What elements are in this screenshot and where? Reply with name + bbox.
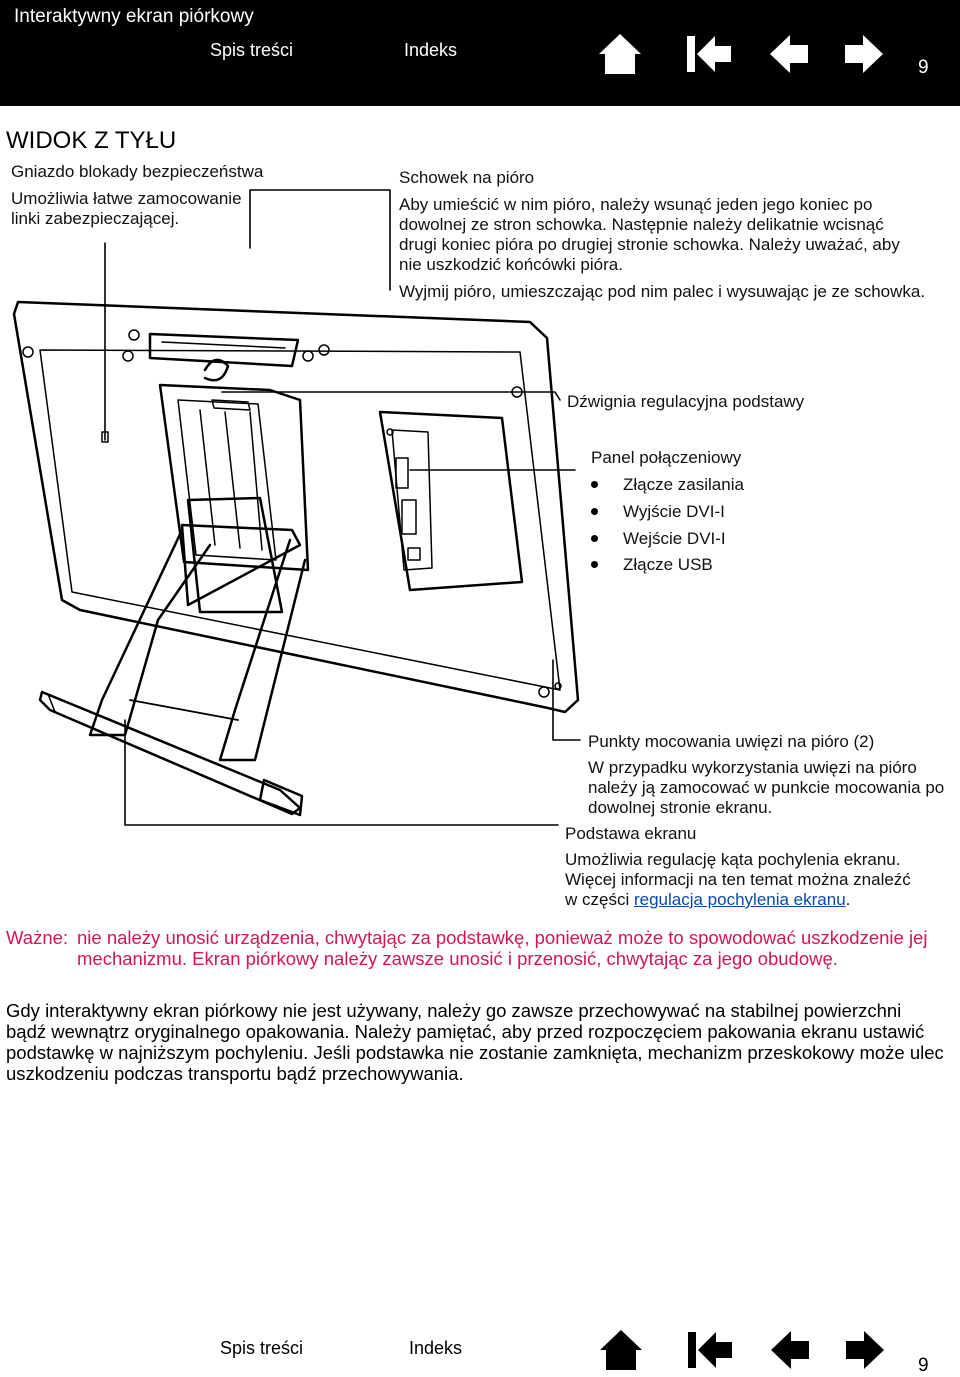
- callout-tether-points: Punkty mocowania uwięzi na pióro (2) W p…: [588, 732, 960, 818]
- callout-stand: Podstawa ekranu Umożliwia regulację kąta…: [565, 824, 957, 910]
- security-slot-title: Gniazdo blokady bezpieczeństwa: [11, 162, 264, 181]
- first-page-icon[interactable]: [685, 32, 735, 76]
- storage-paragraph: Gdy interaktywny ekran piórkowy nie jest…: [6, 1000, 944, 1084]
- footer-index-link[interactable]: Indeks: [409, 1338, 463, 1358]
- footer-home-icon[interactable]: [598, 1328, 644, 1372]
- connector-usb: Złącze USB: [623, 555, 713, 574]
- connector-power: Złącze zasilania: [623, 475, 744, 494]
- callout-pen-storage: Schowek na pióro Aby umieścić w nim piór…: [399, 168, 959, 302]
- stand-line-2: Więcej informacji na ten temat można zna…: [565, 870, 911, 889]
- callout-lever: Dźwignia regulacyjna podstawy: [567, 392, 805, 411]
- stand-line-1: Umożliwia regulację kąta pochylenia ekra…: [565, 850, 901, 869]
- pen-storage-title: Schowek na pióro: [399, 168, 535, 187]
- connection-panel-title: Panel połączeniowy: [591, 448, 742, 467]
- pen-storage-line-2: dowolnej ze stron schowka. Następnie nal…: [399, 215, 884, 234]
- bullet: [591, 535, 598, 542]
- leader-pen-storage-bracket: [249, 189, 391, 291]
- footer-toc-link[interactable]: Spis treści: [220, 1338, 304, 1358]
- page-number: 9: [918, 57, 929, 78]
- footer-next-page-icon[interactable]: [844, 1328, 886, 1372]
- next-page-icon[interactable]: [843, 32, 885, 76]
- bullet: [591, 481, 598, 488]
- tether-line-2: należy ją zamocować w punkcie mocowania …: [588, 778, 945, 797]
- home-icon[interactable]: [597, 32, 643, 76]
- pen-storage-line-5: Wyjmij pióro, umieszczając pod nim palec…: [399, 282, 926, 301]
- tether-line-1: W przypadku wykorzystania uwięzi na piór…: [588, 758, 917, 777]
- tilt-adjustment-link[interactable]: regulacja pochylenia ekranu: [633, 890, 846, 909]
- toc-link[interactable]: Spis treści: [210, 40, 294, 60]
- display-body: [12, 300, 580, 714]
- warning-text: nie należy unosić urządzenia, chwytając …: [77, 927, 928, 969]
- tether-line-3: dowolnej stronie ekranu.: [588, 798, 773, 817]
- pen-storage-line-4: nie uszkodzić końcówki pióra.: [399, 255, 623, 274]
- section-title: WIDOK Z TYŁU: [6, 127, 177, 154]
- security-slot-body-1: Umożliwia łatwe zamocowanie: [11, 189, 242, 208]
- footer-previous-page-icon[interactable]: [769, 1328, 811, 1372]
- leader-lever: [221, 391, 561, 401]
- index-link[interactable]: Indeks: [404, 40, 458, 60]
- display-stand: [38, 383, 310, 817]
- bullet: [591, 508, 598, 515]
- callout-security-slot: Gniazdo blokady bezpieczeństwa Umożliwia…: [11, 162, 263, 229]
- tether-title: Punkty mocowania uwięzi na pióro (2): [588, 732, 875, 751]
- connector-dvi-out: Wyjście DVI-I: [623, 502, 725, 521]
- footer-first-page-icon[interactable]: [686, 1328, 736, 1372]
- header-bar: Interaktywny ekran piórkowy Spis treści …: [0, 0, 960, 106]
- stand-line-3-prefix: w części: [565, 890, 634, 909]
- leader-stand: [124, 719, 559, 826]
- pen-storage-line-3: drugi koniec pióra po drugiej stronie sc…: [399, 235, 900, 254]
- warning-note: Ważne: nie należy unosić urządzenia, chw…: [6, 927, 956, 969]
- bullet: [591, 561, 598, 568]
- footer-page-number: 9: [918, 1355, 929, 1376]
- stand-line-3-suffix: .: [845, 890, 851, 909]
- pen-storage-line-1: Aby umieścić w nim pióro, należy wsunąć …: [399, 195, 873, 214]
- security-slot-body-2: linki zabezpieczającej.: [11, 209, 180, 228]
- leader-tether: [552, 659, 581, 741]
- document-title: Interaktywny ekran piórkowy: [14, 6, 254, 27]
- connector-dvi-in: Wejście DVI-I: [623, 529, 726, 548]
- warning-label: Ważne:: [6, 927, 69, 948]
- stand-title: Podstawa ekranu: [565, 824, 697, 843]
- previous-page-icon[interactable]: [768, 32, 810, 76]
